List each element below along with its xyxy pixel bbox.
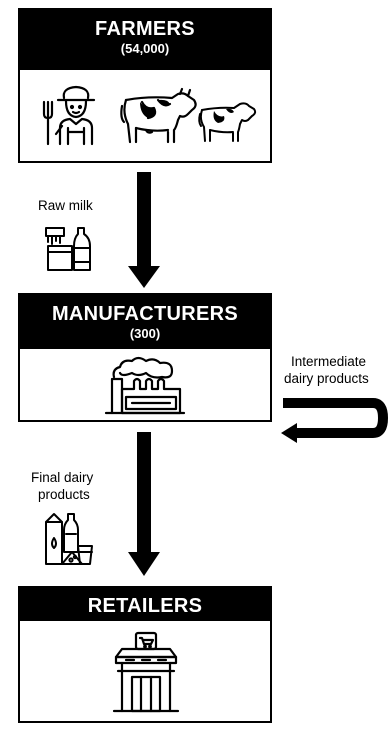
dairy-products-icon (45, 513, 93, 565)
final-dairy-label-line2: products (38, 487, 90, 502)
manufacturers-title: MANUFACTURERS (51, 303, 239, 325)
cow-icon (120, 87, 197, 144)
manufacturers-body (20, 349, 270, 420)
factory-icon (104, 356, 186, 415)
retailers-header: RETAILERS (20, 588, 270, 625)
retailers-box: RETAILERS (18, 586, 272, 723)
farmer-icon (42, 85, 96, 146)
raw-milk-label: Raw milk (38, 198, 93, 213)
loop-arrow-intermediate (281, 398, 389, 443)
milk-bottles-icon (45, 227, 91, 271)
manufacturers-count: (300) (129, 326, 161, 341)
retailers-title: RETAILERS (87, 595, 203, 617)
store-icon (112, 631, 180, 713)
farmers-box: FARMERS (54,000) (18, 8, 272, 163)
retailers-body (20, 625, 270, 717)
intermediate-label-line1: Intermediate (291, 354, 367, 369)
farmers-header: FARMERS (54,000) (20, 10, 270, 70)
farmers-title: FARMERS (95, 18, 195, 40)
manufacturers-header: MANUFACTURERS (300) (20, 295, 270, 349)
calf-icon (198, 102, 257, 142)
flow-arrow-down-1 (128, 172, 160, 288)
manufacturers-box: MANUFACTURERS (300) (18, 293, 272, 422)
final-dairy-label-line1: Final dairy (31, 470, 94, 485)
farmers-count: (54,000) (120, 41, 170, 56)
farmers-body (20, 70, 270, 159)
intermediate-label-line2: dairy products (284, 371, 369, 386)
flow-arrow-down-2 (128, 432, 160, 576)
